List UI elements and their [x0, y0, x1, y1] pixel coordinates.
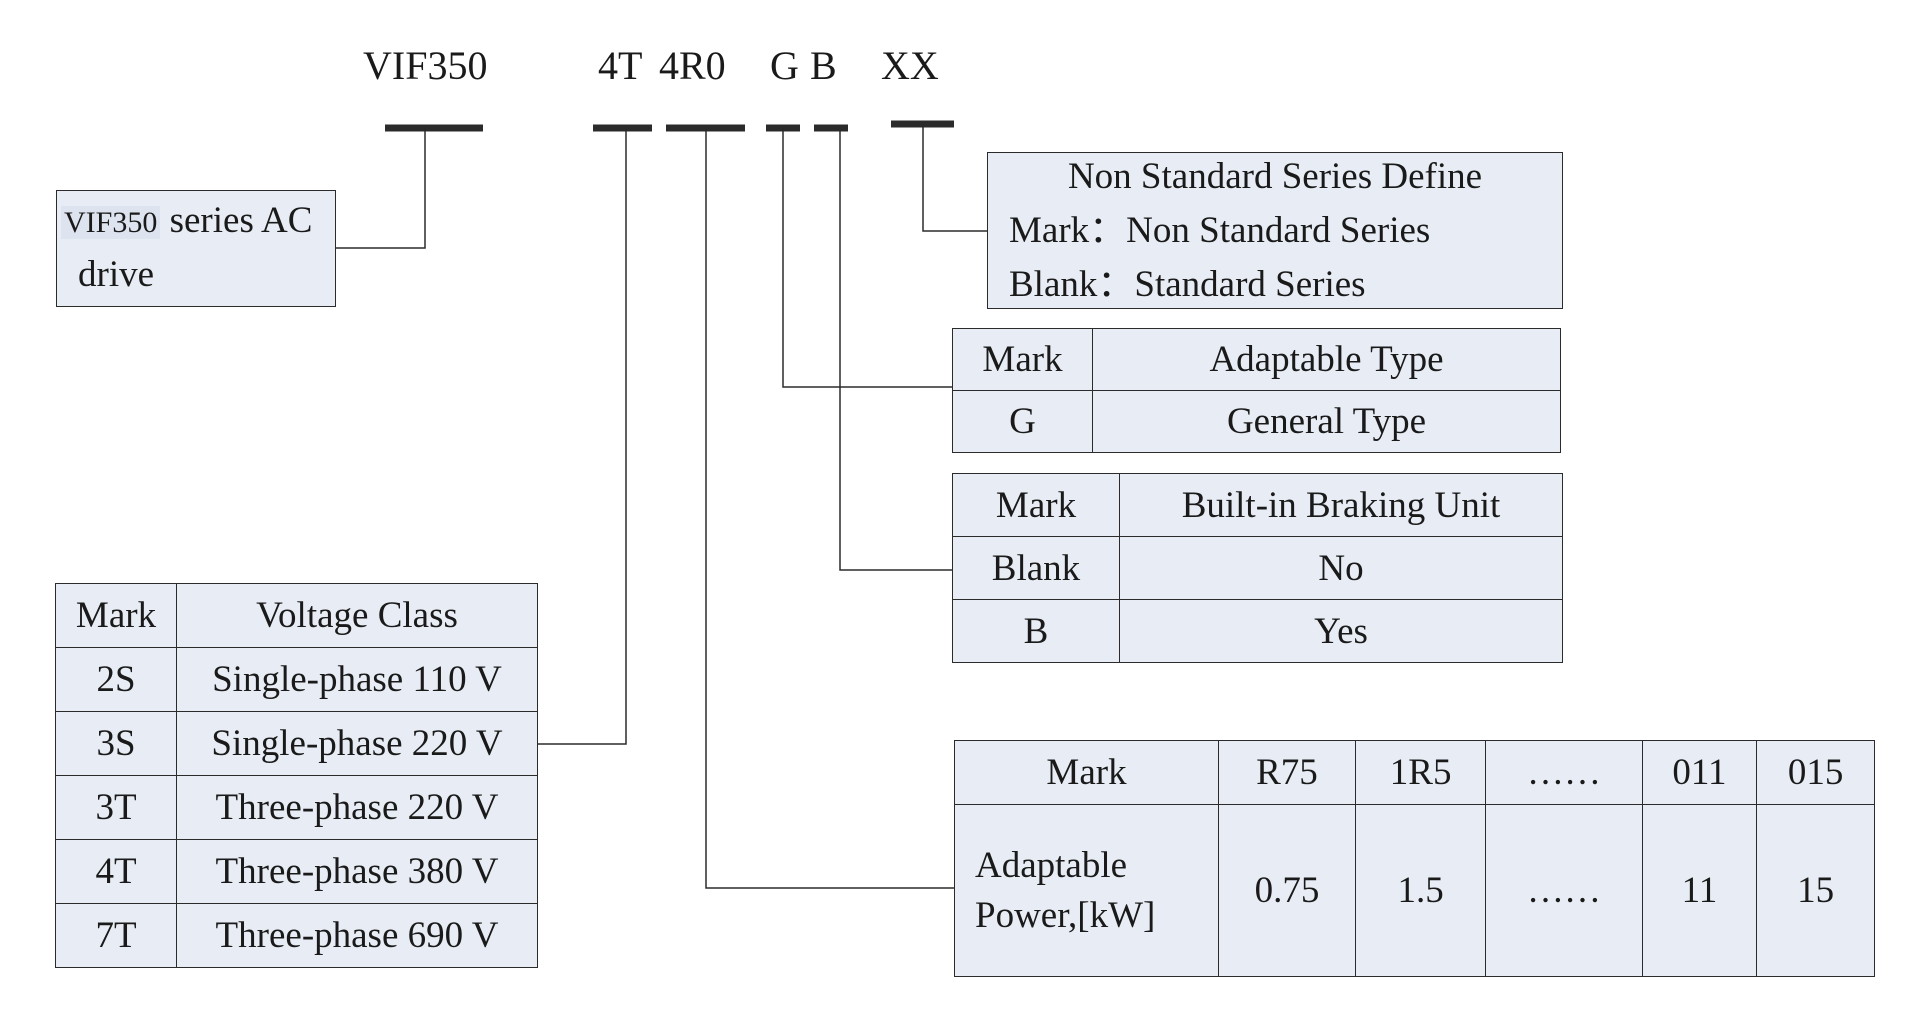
table-row: B Yes	[952, 599, 1563, 663]
leader-nonstandard	[922, 124, 987, 232]
power-row-label-line1: Adaptable	[975, 844, 1128, 886]
power-value-cell: ……	[1485, 804, 1643, 977]
power-mark-cell: R75	[1218, 740, 1356, 805]
table-row: 3T Three-phase 220 V	[55, 775, 538, 840]
voltage-class-table: Mark Voltage Class 2S Single-phase 110 V…	[55, 583, 538, 968]
table-row: 7T Three-phase 690 V	[55, 903, 538, 968]
mark-cell: G	[952, 390, 1093, 453]
value-cell: Yes	[1119, 599, 1563, 663]
table-row: 3S Single-phase 220 V	[55, 711, 538, 776]
leader-voltage	[538, 128, 627, 745]
header-cell: Voltage Class	[176, 583, 538, 648]
nonstandard-mark-line: Mark：Non Standard Series	[1009, 210, 1431, 251]
mark-cell: 7T	[55, 903, 177, 968]
power-value-cell: 0.75	[1218, 804, 1356, 977]
power-mark-cell: 011	[1641, 740, 1758, 805]
code-nonstandard: XX	[881, 43, 939, 88]
value-cell: No	[1119, 536, 1563, 600]
adaptable-power-table: Mark R75 1R5 …… 011 015 Adaptable Power,…	[954, 740, 1875, 977]
table-row: G General Type	[952, 390, 1561, 453]
header-cell: Adaptable Type	[1092, 328, 1561, 391]
code-braking: B	[810, 43, 837, 88]
leader-series	[336, 128, 426, 249]
power-value-cell: 15	[1756, 804, 1875, 977]
table-row: Blank No	[952, 536, 1563, 600]
power-value-cell: 11	[1641, 804, 1758, 977]
header-cell: Built-in Braking Unit	[1119, 473, 1563, 537]
power-row-label-line2: Power,[kW]	[975, 894, 1156, 936]
leader-power	[705, 128, 954, 889]
nonstandard-title: Non Standard Series Define	[1067, 156, 1483, 197]
table-header-row: Mark Voltage Class	[55, 583, 538, 648]
table-header-row: Mark Built-in Braking Unit	[952, 473, 1563, 537]
value-cell: Three-phase 220 V	[176, 775, 538, 840]
table-row: 2S Single-phase 110 V	[55, 647, 538, 712]
power-value-row: Adaptable Power,[kW] 0.75 1.5 …… 11 15	[954, 804, 1875, 977]
mark-cell: B	[952, 599, 1120, 663]
series-box-line1: VIF350 series AC	[61, 199, 312, 245]
power-mark-cell: 1R5	[1354, 740, 1487, 805]
code-type: G	[770, 43, 799, 88]
mark-cell: 3S	[55, 711, 177, 776]
header-cell: Mark	[952, 328, 1093, 391]
series-box: VIF350 series AC drive	[56, 190, 336, 307]
power-value-cell: 1.5	[1354, 804, 1487, 977]
series-box-line2: drive	[78, 254, 155, 295]
code-series: VIF350	[363, 43, 488, 88]
nonstandard-blank-line: Blank：Standard Series	[1009, 264, 1366, 305]
table-header-row: Mark Adaptable Type	[952, 328, 1561, 391]
adaptable-type-table: Mark Adaptable Type G General Type	[952, 328, 1561, 453]
power-mark-row: Mark R75 1R5 …… 011 015	[954, 740, 1875, 805]
mark-cell: 2S	[55, 647, 177, 712]
braking-unit-table: Mark Built-in Braking Unit Blank No B Ye…	[952, 473, 1563, 663]
header-cell: Mark	[55, 583, 177, 648]
power-mark-cell: ……	[1485, 740, 1643, 805]
header-cell: Mark	[954, 740, 1219, 805]
value-cell: Single-phase 220 V	[176, 711, 538, 776]
mark-cell: Blank	[952, 536, 1120, 600]
code-power: 4R0	[659, 43, 726, 88]
value-cell: General Type	[1092, 390, 1561, 453]
value-cell: Three-phase 690 V	[176, 903, 538, 968]
nonstandard-box: Non Standard Series Define Mark：Non Stan…	[987, 152, 1563, 309]
power-mark-cell: 015	[1756, 740, 1875, 805]
value-cell: Three-phase 380 V	[176, 839, 538, 904]
power-row-label: Adaptable Power,[kW]	[954, 804, 1219, 977]
mark-cell: 3T	[55, 775, 177, 840]
series-box-line1-rest: series AC	[160, 200, 313, 241]
leader-type	[782, 128, 952, 388]
mark-cell: 4T	[55, 839, 177, 904]
value-cell: Single-phase 110 V	[176, 647, 538, 712]
code-voltage: 4T	[598, 43, 643, 88]
leader-braking	[839, 128, 952, 571]
table-row: 4T Three-phase 380 V	[55, 839, 538, 904]
header-cell: Mark	[952, 473, 1120, 537]
series-box-highlight: VIF350	[61, 206, 161, 239]
